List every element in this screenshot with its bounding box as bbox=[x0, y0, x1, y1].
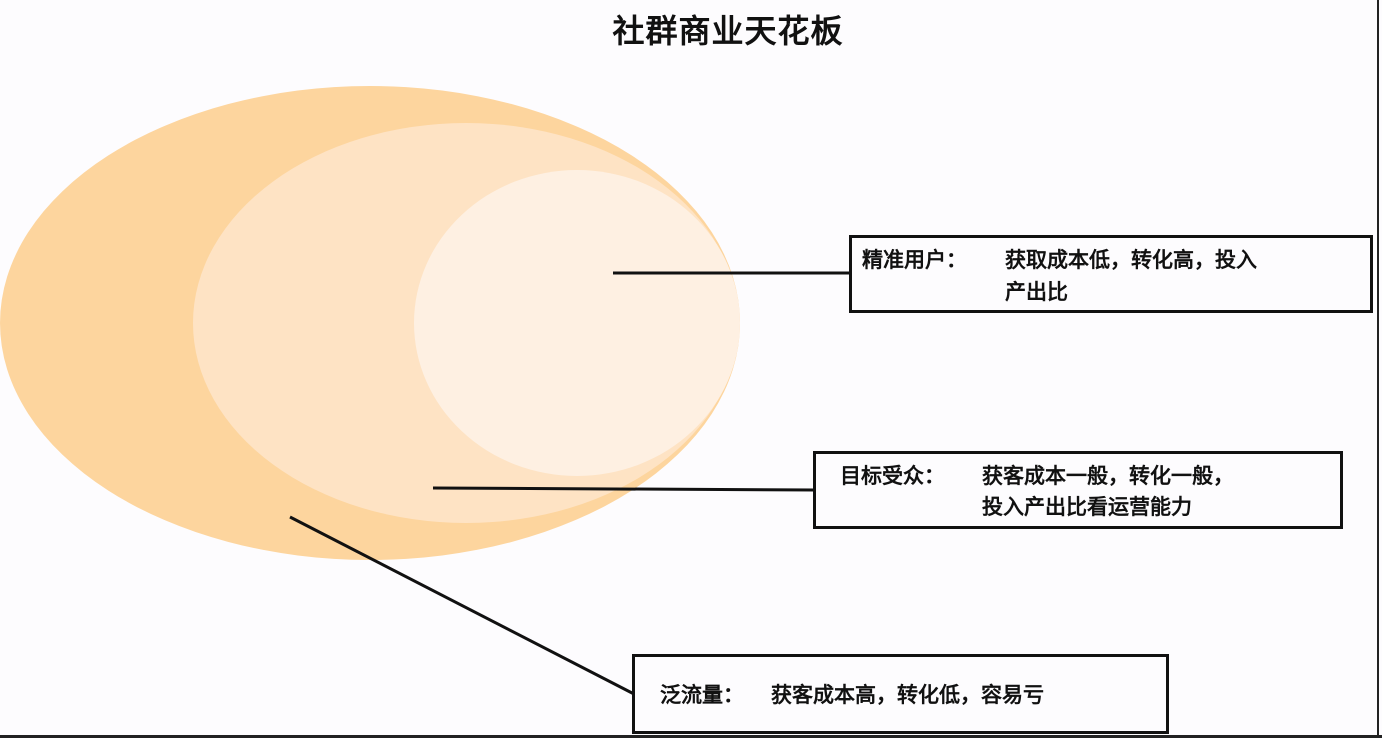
label-box-precise-users: 精准用户： 获取成本低，转化高，投入 产出比 bbox=[849, 235, 1373, 313]
label-head-general-traffic: 泛流量： bbox=[660, 683, 744, 707]
inner-ellipse-precise-users bbox=[414, 170, 740, 476]
label-box-target-audience: 目标受众： 获客成本一般，转化一般， 投入产出比看运营能力 bbox=[813, 451, 1343, 529]
label-body-precise-users-line1: 获取成本低，转化高，投入 bbox=[1005, 248, 1257, 272]
label-box-general-traffic: 泛流量： 获客成本高，转化低，容易亏 bbox=[632, 654, 1169, 734]
label-body-target-audience-line1: 获客成本一般，转化一般， bbox=[982, 464, 1234, 488]
label-head-target-audience: 目标受众： bbox=[840, 464, 945, 488]
connector-line-general-traffic bbox=[289, 515, 635, 696]
diagram-title: 社群商业天花板 bbox=[612, 12, 844, 50]
label-body-precise-users-line2: 产出比 bbox=[1005, 280, 1068, 304]
label-head-precise-users: 精准用户： bbox=[862, 248, 967, 272]
label-body-target-audience-line2: 投入产出比看运营能力 bbox=[982, 495, 1192, 519]
bottom-border-line bbox=[0, 735, 1382, 738]
label-body-general-traffic-line1: 获客成本高，转化低，容易亏 bbox=[771, 683, 1044, 707]
connector-line-target-audience bbox=[432, 486, 816, 492]
right-border-line bbox=[1377, 0, 1379, 738]
